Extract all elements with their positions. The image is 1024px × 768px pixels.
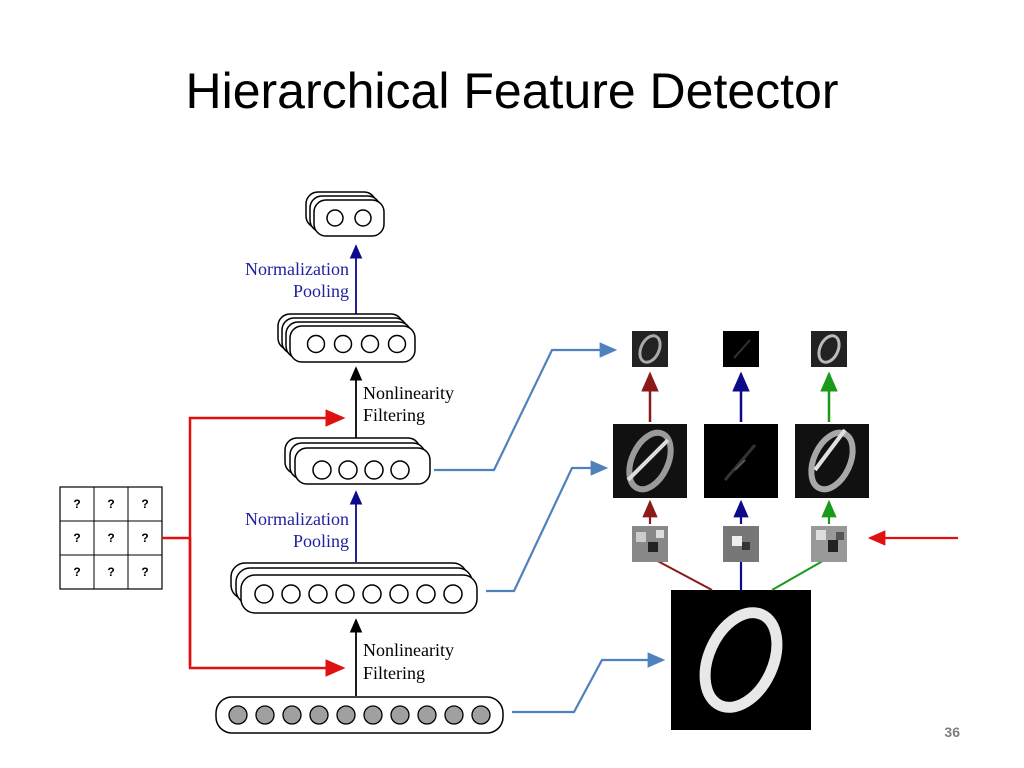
layer-3-maps [284,437,431,485]
response-map-3 [795,424,869,498]
label-nonlinearity-bottom: Nonlinearity [363,640,454,660]
grid-cell: ? [141,565,148,579]
grid-cell: ? [73,531,80,545]
pooled-map-3 [811,331,847,367]
label-filtering-top: Filtering [363,405,425,425]
page-number: 36 [944,724,960,740]
label-nonlinearity-top: Nonlinearity [363,383,454,403]
label-filtering-bottom: Filtering [363,663,425,683]
input-digit-image [671,590,811,730]
layer-4-maps [277,313,416,363]
grid-cell: ? [107,497,114,511]
label-normalization-bottom: Normalization [245,509,349,529]
pooled-map-2 [723,331,759,367]
grid-cell: ? [73,565,80,579]
steel-arrows [434,342,666,714]
layer-2-maps [230,562,478,614]
red-filter-arrows [162,409,346,677]
grid-cell: ? [73,497,80,511]
filter-kernel-2 [723,526,759,562]
grid-cell: ? [141,497,148,511]
filter-kernel-1 [632,526,668,562]
link-digit-filter-3 [771,557,829,591]
filter-grid: ? ? ? ? ? ? ? ? ? [59,486,163,590]
grid-cell: ? [107,531,114,545]
link-digit-filter-1 [651,557,713,591]
grid-cell: ? [141,531,148,545]
slide-title: Hierarchical Feature Detector [185,63,839,119]
label-pooling-bottom: Pooling [293,531,349,551]
response-map-1 [613,424,687,498]
pooled-map-1 [632,331,668,367]
layer-top-maps [305,191,385,237]
label-normalization-top: Normalization [245,259,349,279]
grid-cell: ? [107,565,114,579]
label-pooling-top: Pooling [293,281,349,301]
input-layer [215,696,504,734]
filter-kernel-3 [811,526,847,562]
response-map-2 [704,424,778,498]
